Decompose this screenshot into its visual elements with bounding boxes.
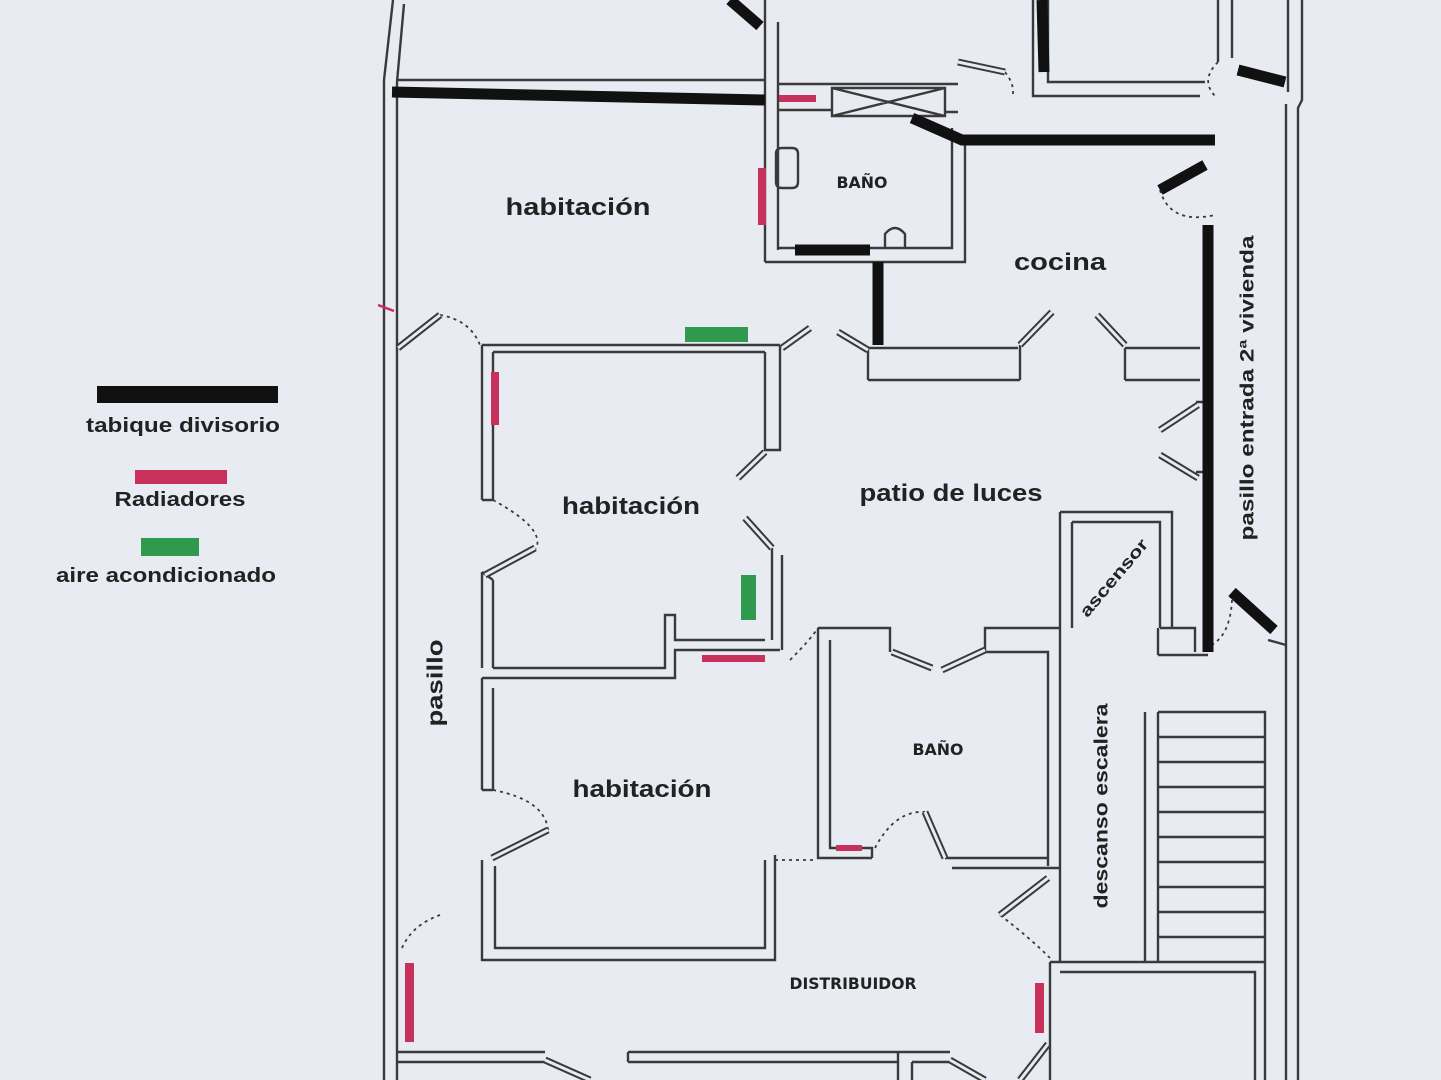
label-elevator: ascensor (1076, 535, 1153, 621)
radiator (779, 95, 816, 102)
label-stair-landing: descanso escalera (1092, 703, 1113, 909)
partition-walls (391, 0, 1287, 652)
radiator (405, 963, 414, 1042)
door-swing-arcs (401, 61, 1233, 959)
label-bathroom-bottom: BAÑO (913, 740, 964, 759)
label-bedroom-bottom: habitación (573, 776, 712, 803)
label-bedroom-top: habitación (506, 194, 651, 221)
ac-unit (685, 327, 748, 342)
radiator (1035, 983, 1044, 1033)
label-hall: DISTRIBUIDOR (790, 974, 917, 993)
radiator (702, 655, 765, 662)
label-bedroom-middle: habitación (562, 493, 700, 520)
legend-radiator-swatch (135, 470, 227, 484)
ac-unit (741, 575, 756, 620)
label-light-well: patio de luces (860, 480, 1043, 507)
legend-radiator-label: Radiadores (115, 489, 246, 511)
legend-ac-label: aire acondicionado (56, 565, 276, 587)
radiator (836, 845, 862, 851)
legend-partition-swatch (97, 386, 278, 403)
radiator-mark (377, 303, 395, 313)
legend: tabique divisorio Radiadores aire acondi… (56, 386, 280, 587)
label-bathroom-top: BAÑO (837, 173, 888, 192)
legend-ac-swatch (141, 538, 199, 556)
legend-partition-label: tabique divisorio (86, 415, 280, 437)
walls (382, 0, 1304, 1080)
staircase (1143, 710, 1267, 962)
label-hallway: pasillo (423, 640, 448, 727)
radiators (377, 95, 1044, 1042)
label-second-unit-hallway: pasillo entrada 2ª vivienda (1238, 235, 1259, 541)
room-labels: habitación BAÑO cocina habitación patio … (423, 173, 1259, 993)
ac-units (685, 327, 756, 620)
label-kitchen: cocina (1014, 249, 1107, 276)
radiator (491, 372, 499, 425)
radiator (758, 168, 766, 225)
